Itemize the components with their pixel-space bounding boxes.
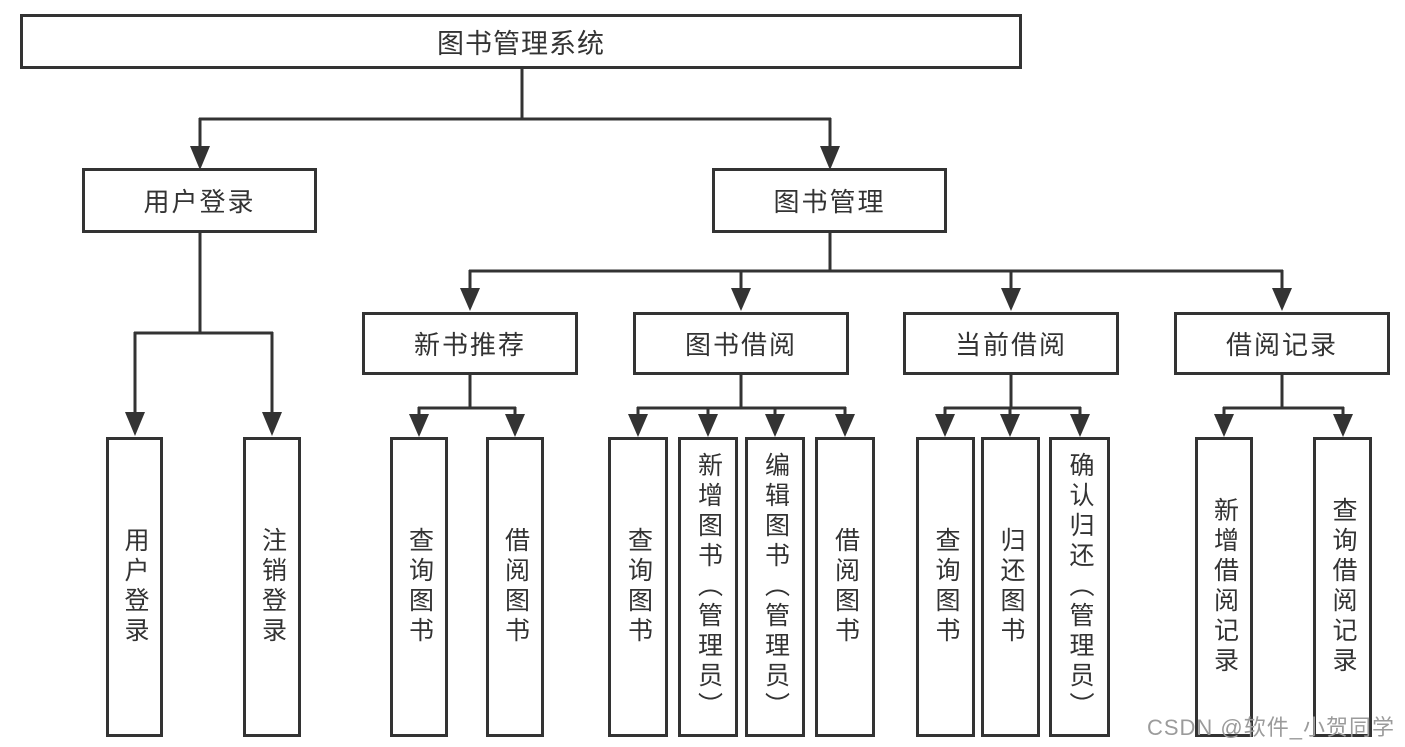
node-add-borrow-record: 新增借阅记录 — [1195, 437, 1253, 737]
node-query-books-current-label: 查询图书 — [932, 527, 960, 647]
node-edit-books-admin-label: 编辑图书（管理员） — [761, 452, 790, 722]
node-borrow-books-action: 借阅图书 — [815, 437, 875, 737]
node-book-borrowing-label: 图书借阅 — [684, 330, 797, 360]
node-query-books-recommend-label: 查询图书 — [405, 527, 434, 647]
node-query-borrow-record: 查询借阅记录 — [1313, 437, 1372, 737]
node-user-login-action-label: 用户登录 — [121, 527, 149, 647]
node-current-borrowing: 当前借阅 — [903, 312, 1119, 375]
arrowheads-user-login-branch — [125, 412, 282, 436]
node-new-book-recommendation-label: 新书推荐 — [413, 330, 526, 360]
node-confirm-return-admin: 确认归还（管理员） — [1049, 437, 1110, 737]
node-add-books-admin-label: 新增图书（管理员） — [694, 452, 723, 722]
arrowheads-borrow-record-branch — [1214, 414, 1353, 437]
node-root: 图书管理系统 — [20, 14, 1022, 69]
node-borrowing-records: 借阅记录 — [1174, 312, 1390, 375]
node-borrowing-records-label: 借阅记录 — [1225, 330, 1338, 360]
node-logout-action-label: 注销登录 — [258, 527, 287, 647]
node-borrow-books-recommend-label: 借阅图书 — [501, 527, 530, 647]
node-book-borrowing: 图书借阅 — [633, 312, 849, 375]
node-user-login-action: 用户登录 — [106, 437, 163, 737]
node-query-books-current: 查询图书 — [916, 437, 975, 737]
node-query-borrow-record-label: 查询借阅记录 — [1329, 497, 1357, 677]
node-logout-action: 注销登录 — [243, 437, 301, 737]
arrowheads-current-borrow-branch — [935, 414, 1090, 437]
node-book-management: 图书管理 — [712, 168, 947, 233]
node-current-borrowing-label: 当前借阅 — [954, 330, 1067, 360]
arrowheads-root-branch — [190, 146, 840, 170]
node-query-books-borrowing-label: 查询图书 — [624, 527, 653, 647]
node-query-books-recommend: 查询图书 — [390, 437, 448, 737]
arrowheads-book-management-branch — [460, 288, 1292, 311]
connector-root-branch — [198, 69, 832, 147]
connector-new-book-branch — [417, 375, 517, 415]
node-borrow-books-recommend: 借阅图书 — [486, 437, 544, 737]
node-borrow-books-action-label: 借阅图书 — [831, 527, 860, 647]
node-user-login: 用户登录 — [82, 168, 317, 233]
node-return-books-label: 归还图书 — [997, 527, 1025, 647]
arrowheads-new-book-branch — [409, 414, 525, 437]
node-return-books: 归还图书 — [981, 437, 1040, 737]
node-new-book-recommendation: 新书推荐 — [362, 312, 578, 375]
connector-book-borrow-branch — [636, 375, 847, 415]
connector-book-management-branch — [468, 233, 1284, 289]
node-add-borrow-record-label: 新增借阅记录 — [1210, 497, 1239, 677]
node-book-management-label: 图书管理 — [773, 187, 886, 217]
watermark-text: CSDN @软件_小贺同学 — [1146, 715, 1395, 740]
arrowheads-book-borrow-branch — [628, 414, 855, 437]
node-root-label: 图书管理系统 — [437, 29, 605, 59]
connector-borrow-record-branch — [1222, 375, 1345, 415]
node-edit-books-admin: 编辑图书（管理员） — [745, 437, 805, 737]
node-query-books-borrowing: 查询图书 — [608, 437, 668, 737]
node-confirm-return-admin-label: 确认归还（管理员） — [1066, 452, 1094, 722]
connector-user-login-branch — [133, 233, 274, 413]
node-add-books-admin: 新增图书（管理员） — [678, 437, 738, 737]
node-user-login-label: 用户登录 — [143, 187, 256, 217]
connector-current-borrow-branch — [943, 375, 1082, 415]
